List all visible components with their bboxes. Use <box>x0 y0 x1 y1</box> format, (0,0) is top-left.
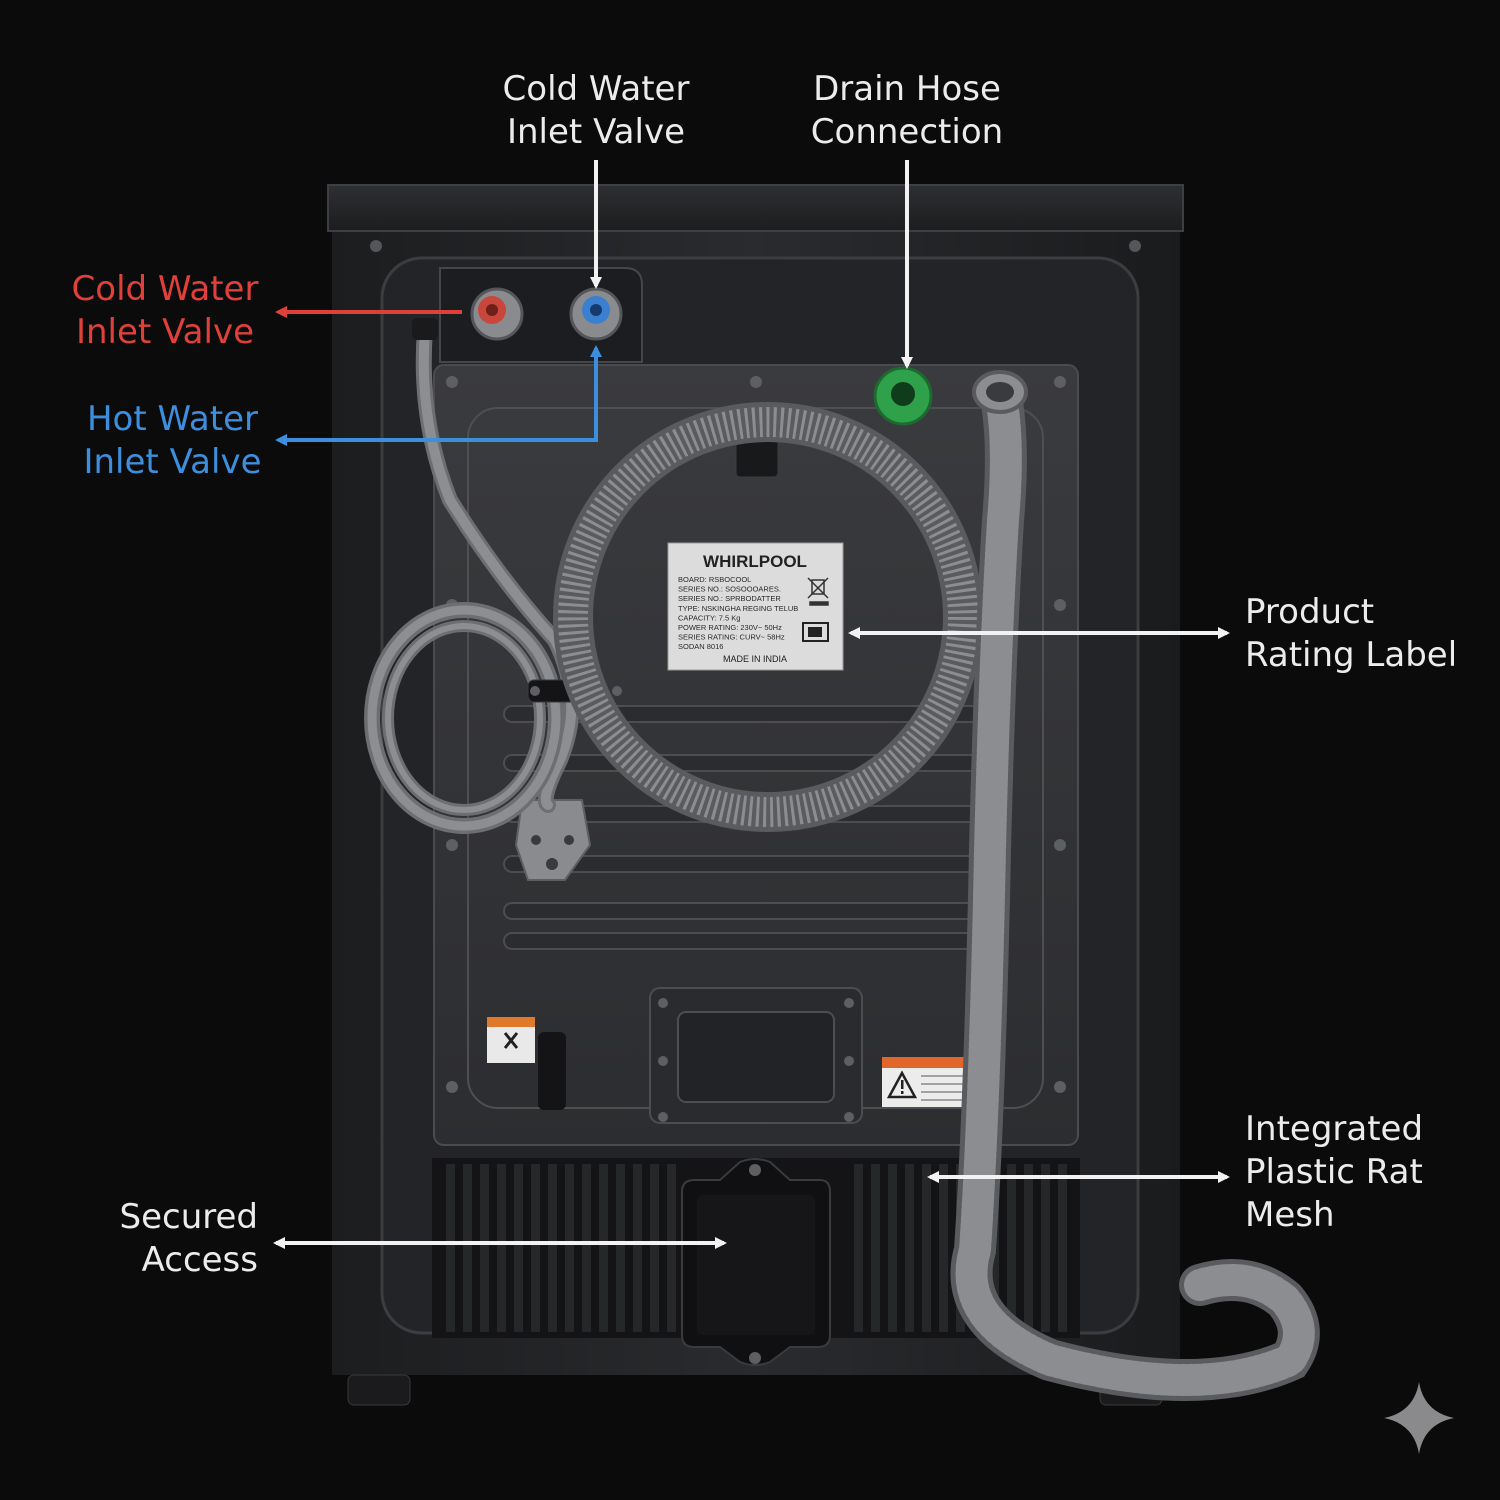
mesh-slat <box>854 1164 863 1332</box>
mesh-slat <box>1041 1164 1050 1332</box>
mesh-slat <box>565 1164 574 1332</box>
power-plug <box>514 799 592 881</box>
rating-label-brand: WHIRLPOOL <box>703 552 807 571</box>
mesh-slat <box>446 1164 455 1332</box>
callout-line: Inlet Valve <box>83 442 262 482</box>
inspection-cover <box>649 987 863 1124</box>
callout-line: Access <box>141 1240 258 1280</box>
recycle-bin-icon <box>807 577 829 606</box>
mesh-slat <box>905 1164 914 1332</box>
cold-water-inlet-valve <box>569 287 623 341</box>
mesh-slat <box>1024 1164 1033 1332</box>
callout-product-rating-label: Product Rating Label <box>1245 591 1457 677</box>
mesh-slat <box>939 1164 948 1332</box>
rating-label-line: SODAN 8016 <box>678 642 723 651</box>
mesh-slat <box>633 1164 642 1332</box>
callout-left-cold-water-inlet-valve: Cold Water Inlet Valve <box>60 268 270 354</box>
mesh-slat <box>1007 1164 1016 1332</box>
callout-line: Secured <box>119 1197 258 1237</box>
rating-label-line: SERIES NO.: SPRBODATTER <box>678 594 781 603</box>
secured-access-cover <box>681 1158 831 1366</box>
callout-line: Mesh <box>1245 1195 1335 1235</box>
mesh-slat <box>548 1164 557 1332</box>
rating-label-line: CAPACITY: 7.5 Kg <box>678 613 740 622</box>
mesh-slat <box>871 1164 880 1332</box>
callout-drain-hose-connection: Drain Hose Connection <box>797 68 1017 154</box>
mesh-slat <box>514 1164 523 1332</box>
annotation-arrows <box>273 160 1230 1249</box>
mesh-slat <box>599 1164 608 1332</box>
caution-sticker <box>487 1017 566 1110</box>
mesh-slat <box>1058 1164 1067 1332</box>
callout-line: Hot Water <box>86 399 258 439</box>
sparkle-icon <box>1384 1382 1454 1454</box>
mesh-slat <box>667 1164 676 1332</box>
mesh-slat <box>922 1164 931 1332</box>
callout-line: Cold Water <box>71 269 259 309</box>
mesh-slat <box>497 1164 506 1332</box>
rating-label-line: POWER RATING: 230V~ 50Hz <box>678 623 782 632</box>
callout-line: Inlet Valve <box>75 312 255 352</box>
callout-secured-access: Secured Access <box>80 1196 258 1282</box>
warning-triangle-icon <box>886 1070 918 1099</box>
callout-line: Rating Label <box>1245 635 1458 675</box>
drain-hose <box>950 370 1320 1401</box>
rating-label-line: TYPE: NSKINGHA REGING TELUB <box>678 604 798 613</box>
mesh-slat <box>531 1164 540 1332</box>
mesh-slat <box>463 1164 472 1332</box>
mesh-slat <box>888 1164 897 1332</box>
rating-label-footer: MADE IN INDIA <box>723 654 787 664</box>
callout-line: Cold Water <box>502 69 690 109</box>
callout-line: Product <box>1245 592 1375 632</box>
mesh-slat <box>650 1164 659 1332</box>
callout-top-cold-water-inlet-valve: Cold Water Inlet Valve <box>496 68 696 154</box>
mesh-slat <box>480 1164 489 1332</box>
mesh-slat <box>616 1164 625 1332</box>
certification-mark-icon <box>802 622 829 642</box>
callout-line: Inlet Valve <box>506 112 686 152</box>
callout-line: Drain Hose <box>813 69 1001 109</box>
mesh-slat <box>582 1164 591 1332</box>
callout-line: Integrated <box>1245 1109 1424 1149</box>
drain-hose-connection-port <box>873 366 933 426</box>
callout-line: Connection <box>810 112 1004 152</box>
callout-line: Plastic Rat <box>1245 1152 1423 1192</box>
drain-hose-coil <box>553 402 983 832</box>
rating-label-line: SERIES RATING: CURV~ 58Hz <box>678 633 785 642</box>
callout-integrated-plastic-rat-mesh: Integrated Plastic Rat Mesh <box>1245 1108 1423 1237</box>
feet <box>347 1374 1163 1406</box>
arrow-left-hot <box>275 345 602 446</box>
callout-hot-water-inlet-valve: Hot Water Inlet Valve <box>60 398 285 484</box>
rating-label-line: SERIES NO.: SOSOOOARES. <box>678 585 781 594</box>
rating-label-line: BOARD: RSBOCOOL <box>678 575 751 584</box>
hot-water-inlet-valve <box>470 287 524 341</box>
